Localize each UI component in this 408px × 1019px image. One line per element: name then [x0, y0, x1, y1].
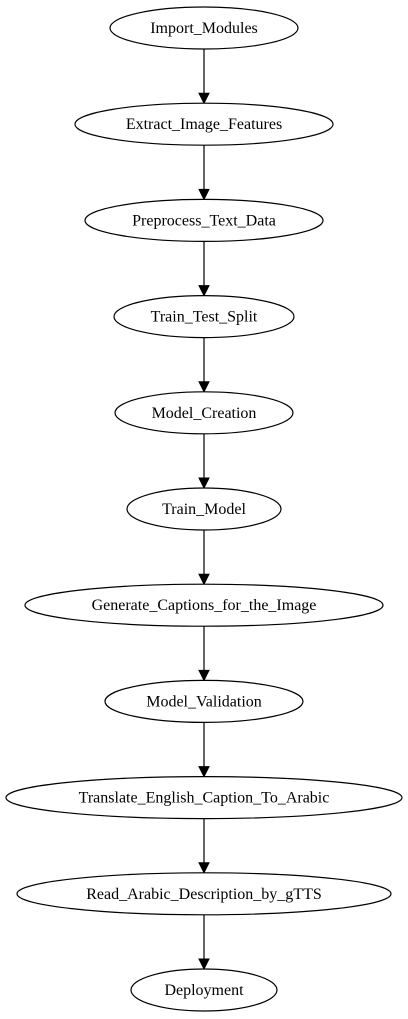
node-ellipse — [84, 198, 324, 242]
node-ellipse — [114, 391, 294, 435]
edge-arrow — [198, 914, 210, 971]
node-train-test-split: Train_Test_Split — [113, 295, 295, 339]
arrowhead — [198, 669, 210, 682]
node-label: Model_Validation — [146, 693, 262, 710]
edge-arrow — [198, 626, 210, 682]
node-model-creation: Model_Creation — [114, 391, 294, 435]
node-ellipse — [5, 775, 403, 820]
node-label: Preprocess_Text_Data — [132, 212, 276, 229]
node-model-validation: Model_Validation — [104, 679, 304, 724]
node-ellipse — [24, 583, 384, 627]
node-extract-image-features: Extract_Image_Features — [74, 102, 334, 146]
node-read-arabic: Read_Arabic_Description_by_gTTS — [16, 872, 392, 916]
node-label: Import_Modules — [150, 20, 258, 37]
node-deployment: Deployment — [130, 968, 278, 1012]
node-ellipse — [113, 295, 295, 339]
node-translate-caption: Translate_English_Caption_To_Arabic — [5, 775, 403, 820]
node-generate-captions: Generate_Captions_for_the_Image — [24, 583, 384, 627]
edges-layer — [198, 49, 210, 971]
node-label: Extract_Image_Features — [126, 116, 282, 133]
node-label: Translate_English_Caption_To_Arabic — [79, 790, 330, 807]
node-label: Train_Model — [162, 501, 246, 518]
node-ellipse — [16, 872, 392, 916]
node-ellipse — [130, 968, 278, 1012]
edge-arrow — [198, 337, 210, 393]
arrowhead — [198, 862, 210, 874]
arrowhead — [198, 573, 210, 586]
node-label: Deployment — [164, 982, 244, 999]
edge-arrow — [198, 433, 210, 490]
node-ellipse — [109, 6, 299, 50]
node-label: Generate_Captions_for_the_Image — [92, 597, 317, 614]
arrowhead — [198, 92, 210, 105]
edge-arrow — [198, 145, 210, 201]
node-ellipse — [104, 679, 304, 724]
arrowhead — [198, 285, 210, 297]
node-ellipse — [126, 487, 282, 531]
edge-arrow — [198, 818, 210, 874]
node-ellipse — [74, 102, 334, 146]
arrowhead — [198, 477, 210, 490]
arrowhead — [198, 958, 210, 971]
node-label: Model_Creation — [152, 405, 257, 422]
node-train-model: Train_Model — [126, 487, 282, 531]
arrowhead — [198, 766, 210, 778]
nodes-layer: Import_ModulesExtract_Image_FeaturesPrep… — [5, 6, 403, 1012]
edge-arrow — [198, 241, 210, 297]
edge-arrow — [198, 722, 210, 778]
node-import-modules: Import_Modules — [109, 6, 299, 50]
arrowhead — [198, 381, 210, 393]
edge-arrow — [198, 49, 210, 105]
arrowhead — [198, 188, 210, 201]
edge-arrow — [198, 530, 210, 586]
node-label: Read_Arabic_Description_by_gTTS — [86, 886, 322, 903]
node-label: Train_Test_Split — [151, 309, 258, 326]
node-preprocess-text-data: Preprocess_Text_Data — [84, 198, 324, 242]
